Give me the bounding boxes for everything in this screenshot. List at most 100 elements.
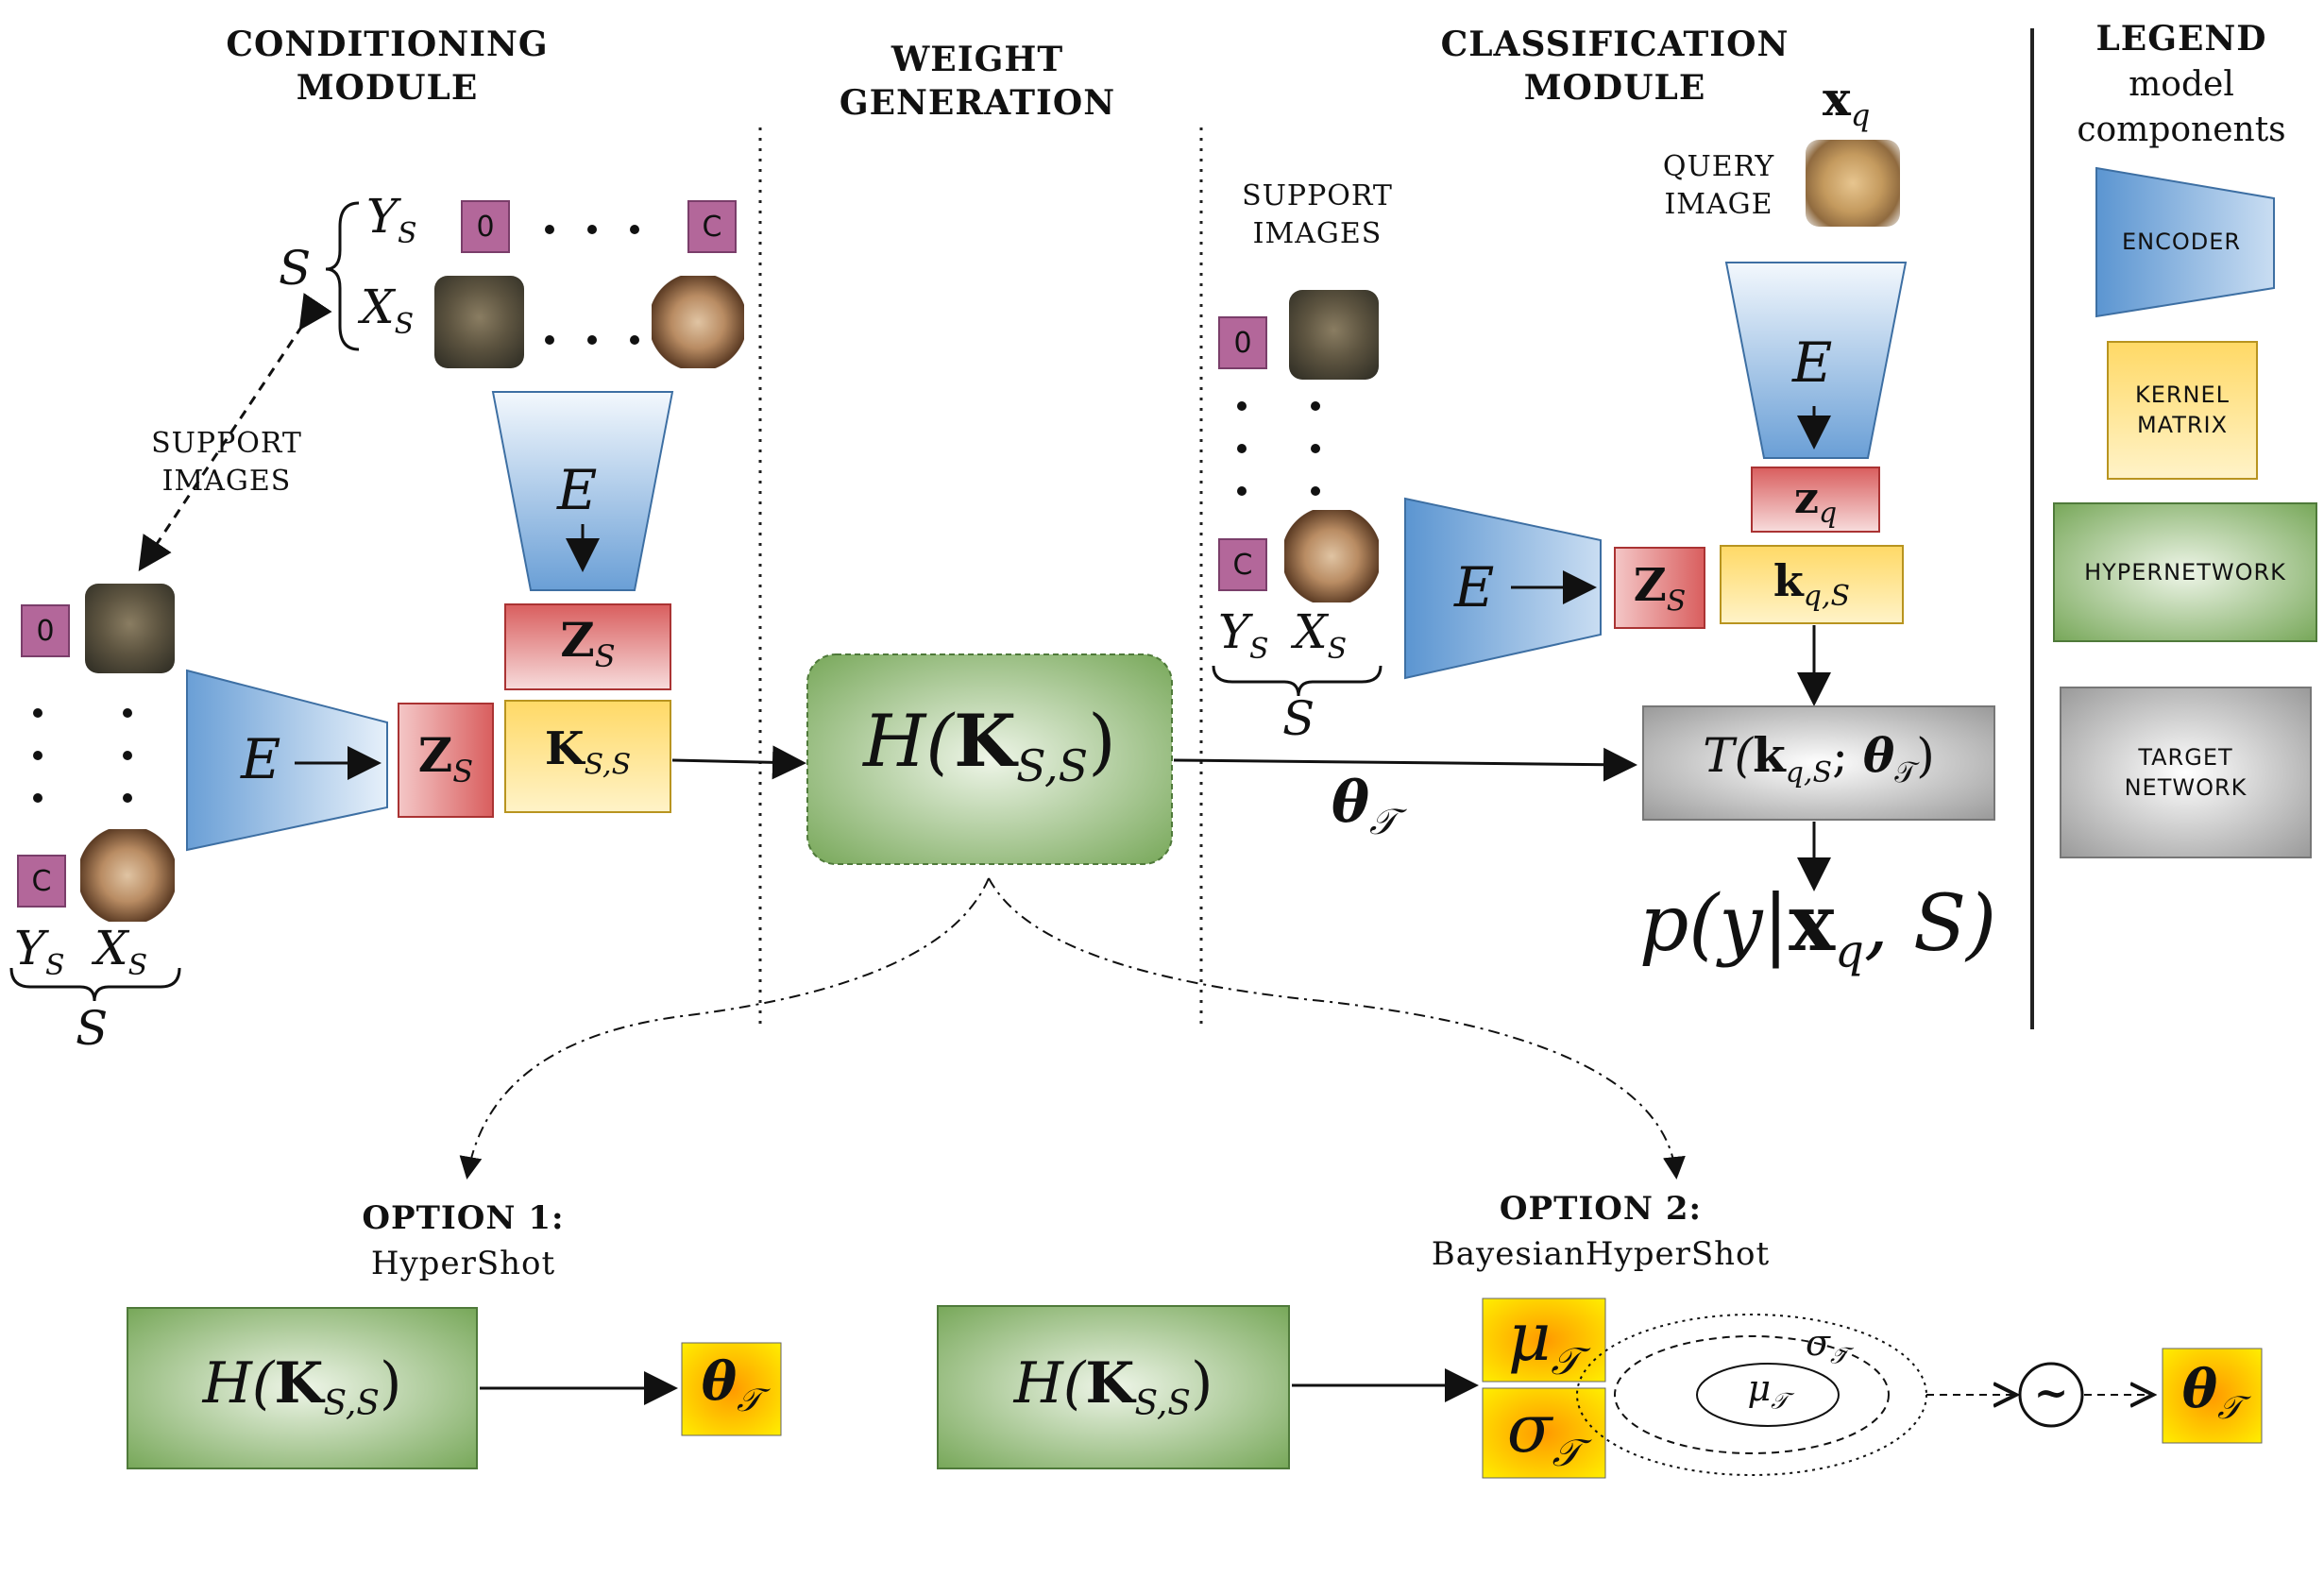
x-s-label-left: XS — [94, 921, 148, 982]
opt2-theta-label: θ𝒯 — [2181, 1358, 2243, 1428]
z-q-label: zq — [1793, 472, 1838, 531]
legend-hypernetwork-shape — [2053, 502, 2317, 642]
encoder-right-label: E — [1454, 555, 1495, 619]
opt2-hypernet-box — [937, 1305, 1290, 1469]
k-to-h-arrow — [671, 745, 806, 780]
y-s-label-top: YS — [366, 189, 417, 250]
k-qs-box — [1720, 545, 1904, 624]
opt1-theta-box — [681, 1342, 782, 1436]
encoder-query-shape — [1724, 262, 1908, 459]
hypernetwork-box — [806, 653, 1173, 865]
class-badge-0-right: 0 — [1218, 316, 1267, 369]
option2-name: BayesianHyperShot — [1431, 1235, 1771, 1273]
opt1-hypernet-box — [127, 1307, 478, 1469]
encoder-left-label: E — [241, 727, 281, 791]
ellipsis-dot — [545, 335, 554, 345]
hypernetwork-label: H(KS,S) — [863, 699, 1116, 792]
class-badge-c-top: C — [687, 200, 737, 253]
ellipsis-dot — [1311, 444, 1320, 453]
target-network-box — [1642, 705, 1995, 821]
opt2-sigma-label: σ𝒯 — [1506, 1390, 1582, 1475]
target-network-label: T(kq,S; θ𝒯) — [1703, 727, 1935, 789]
support-set-brace — [325, 201, 360, 351]
class-badge-0-top: 0 — [461, 200, 510, 253]
support-set-label-top: S — [279, 241, 312, 296]
ellipsis-dot — [1311, 486, 1320, 496]
opt2-mu-inner-label: μ𝒯 — [1747, 1367, 1789, 1415]
cat-image-left — [85, 584, 175, 673]
class-badge-c-right: C — [1218, 538, 1267, 591]
ellipsis-dot — [545, 225, 554, 234]
support-dashed-arrow — [138, 293, 332, 571]
pug-image-left — [80, 829, 175, 922]
ellipsis-dot — [1237, 401, 1247, 411]
ellipsis-dot — [1311, 401, 1320, 411]
encoder-left-shape — [186, 669, 388, 852]
z-q-box — [1751, 467, 1880, 533]
ellipsis-dot — [123, 793, 132, 803]
ellipsis-dot — [1237, 486, 1247, 496]
y-s-label-left: YS — [14, 921, 65, 982]
opt2-hypernet-label: H(KS,S) — [1013, 1350, 1213, 1423]
ellipsis-dot — [33, 793, 42, 803]
left-support-brace — [9, 967, 181, 1002]
z-s-label-top: ZS — [560, 612, 616, 674]
opt1-hypernet-label: H(KS,S) — [202, 1350, 402, 1423]
x-q-label: xq — [1823, 71, 1871, 133]
to-option2-connector — [988, 877, 1686, 1179]
x-s-label-top: XS — [361, 280, 415, 341]
cat-image-top — [434, 276, 524, 368]
ellipsis-dot — [123, 751, 132, 760]
ellipsis-dot — [630, 335, 639, 345]
z-s-box-right — [1614, 547, 1705, 629]
ellipsis-dot — [123, 708, 132, 718]
pug-image-top — [652, 276, 744, 368]
x-s-label-right: XS — [1294, 604, 1348, 666]
query-cat-image — [1806, 140, 1900, 227]
encoder-top-label: E — [557, 458, 598, 522]
ellipsis-dot — [587, 335, 597, 345]
k-ss-label: KS,S — [544, 722, 632, 782]
encoder-top-shape — [491, 391, 674, 591]
ellipsis-dot — [33, 751, 42, 760]
option2-title: OPTION 2: — [1499, 1190, 1703, 1228]
h-to-t-arrow — [1173, 747, 1637, 782]
opt2-sigma-inner-label: σ𝒯 — [1806, 1322, 1848, 1369]
class-badge-c-left: C — [17, 855, 66, 908]
opt2-mu-label: μ𝒯 — [1507, 1298, 1581, 1383]
opt2-sample-circle — [2018, 1362, 2084, 1428]
ellipsis-dot — [1237, 444, 1247, 453]
support-set-label-left: S — [76, 1001, 109, 1056]
option1-title: OPTION 1: — [362, 1199, 565, 1237]
opt2-sigma-box — [1482, 1387, 1606, 1479]
theta-label-main: θ𝒯 — [1332, 770, 1398, 842]
ellipsis-dot — [587, 225, 597, 234]
ellipsis-dot — [33, 708, 42, 718]
ellipsis-dot — [630, 225, 639, 234]
legend-encoder-shape — [2095, 166, 2275, 318]
k-qs-label: kq,S — [1773, 555, 1851, 614]
opt1-theta-label: θ𝒯 — [701, 1350, 762, 1420]
legend-kernel-shape — [2107, 341, 2258, 480]
opt2-mid-ellipse — [1614, 1335, 1890, 1454]
pug-image-right — [1284, 510, 1379, 602]
z-s-box-top — [504, 603, 671, 690]
z-s-label-left: ZS — [417, 727, 474, 789]
z-s-box-left — [398, 703, 494, 818]
opt2-mu-box — [1482, 1298, 1606, 1383]
legend-header: LEGEND — [2095, 19, 2267, 59]
legend-target-shape — [2060, 687, 2312, 858]
opt2-sample-symbol: ~ — [2033, 1369, 2069, 1417]
option1-name: HyperShot — [370, 1245, 556, 1282]
right-support-brace — [1212, 665, 1383, 697]
